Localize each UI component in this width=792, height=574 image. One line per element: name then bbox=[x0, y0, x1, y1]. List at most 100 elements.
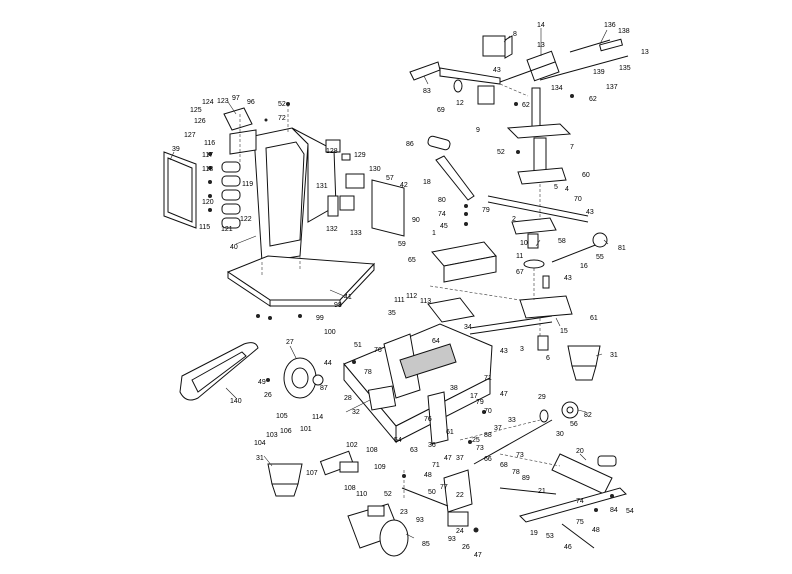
callout-59: 59 bbox=[398, 241, 406, 248]
handle-83 bbox=[409, 61, 441, 81]
callout-41: 41 bbox=[344, 294, 352, 301]
bolt-52c bbox=[402, 474, 406, 478]
callout-33: 33 bbox=[508, 417, 516, 424]
assembly-center-lines bbox=[239, 83, 561, 500]
callout-20: 20 bbox=[576, 448, 584, 455]
callout-40: 40 bbox=[230, 244, 238, 251]
callout-113: 113 bbox=[420, 298, 431, 305]
callout-26b: 26 bbox=[462, 544, 470, 551]
callout-134: 134 bbox=[551, 85, 563, 92]
callout-27: 27 bbox=[286, 339, 294, 346]
washer-87 bbox=[312, 374, 324, 386]
rod-4-a bbox=[487, 195, 589, 217]
callout-88: 88 bbox=[484, 432, 492, 439]
callout-42: 42 bbox=[400, 182, 408, 189]
callout-22: 22 bbox=[456, 492, 464, 499]
callout-80: 80 bbox=[438, 197, 446, 204]
bolt-84 bbox=[610, 494, 614, 498]
roller-86 bbox=[427, 135, 451, 151]
callout-83: 83 bbox=[423, 88, 431, 95]
callout-77: 77 bbox=[440, 484, 448, 491]
callout-52c: 52 bbox=[384, 491, 392, 498]
bearing-29 bbox=[539, 409, 549, 423]
bolt-70 bbox=[482, 410, 486, 414]
callout-71: 71 bbox=[484, 375, 492, 382]
bolt-52 bbox=[286, 102, 290, 106]
callout-99: 99 bbox=[316, 315, 324, 322]
callout-56: 56 bbox=[570, 421, 578, 428]
callout-28: 28 bbox=[344, 395, 352, 402]
callout-109: 109 bbox=[374, 464, 386, 471]
lever-18 bbox=[435, 155, 475, 201]
callout-119: 119 bbox=[242, 181, 253, 188]
block-133 bbox=[339, 195, 355, 211]
callout-labels: 14 136 138 13 8 13 43 135 139 134 137 62… bbox=[172, 22, 649, 559]
callout-47b: 47 bbox=[444, 455, 452, 462]
callout-139: 139 bbox=[593, 69, 605, 76]
callout-25: 25 bbox=[472, 437, 480, 444]
rod-21 bbox=[499, 487, 557, 495]
callout-87: 87 bbox=[320, 385, 328, 392]
callout-13b: 13 bbox=[537, 42, 545, 49]
callout-103: 103 bbox=[266, 432, 278, 439]
leader-lines bbox=[169, 28, 609, 539]
callout-73: 73 bbox=[476, 445, 484, 452]
rod-4-b bbox=[487, 201, 589, 223]
plate-71 bbox=[443, 469, 473, 513]
callout-31: 31 bbox=[610, 352, 618, 359]
callout-73b: 73 bbox=[516, 452, 524, 459]
callout-75: 75 bbox=[576, 519, 584, 526]
bracket-102 bbox=[339, 461, 359, 473]
bracket-32 bbox=[367, 385, 397, 411]
cover-block-8 bbox=[482, 35, 506, 57]
roller-121 bbox=[221, 217, 241, 229]
callout-50: 50 bbox=[428, 489, 436, 496]
rod-135-a bbox=[499, 61, 556, 83]
frame-1-front bbox=[443, 255, 497, 283]
callout-79b: 79 bbox=[476, 399, 484, 406]
callout-62: 62 bbox=[589, 96, 597, 103]
leader bbox=[169, 151, 175, 161]
chute-31b-top bbox=[267, 463, 303, 485]
bracket-97 bbox=[223, 107, 253, 131]
belt-housing-96 bbox=[253, 127, 337, 263]
callout-90: 90 bbox=[412, 217, 420, 224]
callout-111: 111 bbox=[394, 297, 405, 304]
callout-115: 115 bbox=[199, 224, 210, 231]
callout-21: 21 bbox=[538, 488, 546, 495]
nut-11 bbox=[523, 259, 545, 269]
callout-125: 125 bbox=[190, 107, 202, 114]
plate-101 bbox=[319, 450, 355, 476]
callout-110: 110 bbox=[356, 491, 367, 498]
leader bbox=[579, 453, 587, 461]
dash-line bbox=[499, 453, 561, 467]
callout-81: 81 bbox=[618, 245, 626, 252]
callout-1: 1 bbox=[432, 230, 436, 237]
roller-20 bbox=[597, 455, 617, 467]
callout-129: 129 bbox=[354, 152, 366, 159]
callout-65: 65 bbox=[408, 257, 416, 264]
leader bbox=[405, 533, 415, 539]
block-6 bbox=[537, 335, 549, 351]
callout-60: 60 bbox=[582, 172, 590, 179]
column-upper bbox=[533, 137, 547, 173]
callout-127: 127 bbox=[184, 132, 196, 139]
callout-132: 132 bbox=[326, 226, 338, 233]
callout-138: 138 bbox=[618, 28, 630, 35]
callout-54b: 54 bbox=[626, 508, 634, 515]
callout-137: 137 bbox=[606, 84, 618, 91]
callout-52: 52 bbox=[278, 101, 286, 108]
spacer-10 bbox=[527, 233, 539, 249]
callout-51: 51 bbox=[354, 342, 362, 349]
callout-131: 131 bbox=[316, 183, 328, 190]
callout-93b: 93 bbox=[448, 536, 456, 543]
callout-12: 12 bbox=[456, 100, 464, 107]
shaft-33-assembly bbox=[473, 401, 579, 465]
shaft-22 bbox=[401, 487, 449, 507]
callout-32: 32 bbox=[352, 409, 360, 416]
bolt-49 bbox=[266, 378, 270, 382]
callout-37b: 37 bbox=[456, 455, 464, 462]
callout-69: 69 bbox=[437, 107, 445, 114]
rod-14 bbox=[569, 39, 611, 53]
